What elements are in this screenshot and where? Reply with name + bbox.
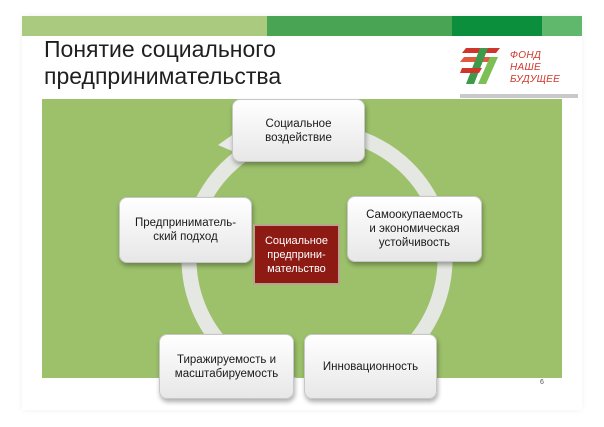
node-2-line-1: Самоокупаемость xyxy=(366,209,463,221)
center-line-3: мательство xyxy=(267,262,326,275)
node-entrepreneurial-approach: Предприниматель- ский подход xyxy=(119,197,252,263)
node-self-sufficiency: Самоокупаемость и экономическая устойчив… xyxy=(347,196,482,262)
node-2-line-3: устойчивость xyxy=(378,237,451,249)
bar-segment-dark-green xyxy=(452,16,542,36)
header-color-bar xyxy=(22,16,582,36)
bar-segment-green xyxy=(267,16,452,36)
node-5-line-2: ский подход xyxy=(153,231,218,243)
title-line-1: Понятие социального xyxy=(44,36,276,62)
center-line-2: предприни- xyxy=(267,248,326,261)
node-5-line-1: Предприниматель- xyxy=(134,217,237,229)
logo-word-3: БУДУЩЕЕ xyxy=(510,74,561,85)
slide-title: Понятие социального предпринимательства xyxy=(44,36,424,90)
bar-segment-mid-green xyxy=(542,16,582,36)
node-4-line-2: масштабируемость xyxy=(174,367,279,380)
node-2-line-2: и экономическая xyxy=(369,223,460,235)
page-number: 6 xyxy=(540,379,544,386)
logo-emblem-icon xyxy=(460,48,500,84)
center-social-entrepreneurship: Социальное предприни- мательство xyxy=(253,224,340,285)
node-4-line-1: Тиражируемость и xyxy=(176,353,277,366)
node-social-impact: Социальное воздействие xyxy=(232,99,365,162)
slide: Понятие социального предпринимательства … xyxy=(22,16,582,410)
diagram-panel: Социальное воздействие Самоокупаемость и… xyxy=(42,99,562,399)
center-line-1: Социальное xyxy=(264,234,329,247)
bar-segment-light-green xyxy=(22,16,267,36)
node-3-line-1: Инновационность xyxy=(322,360,419,373)
logo-tagline-strip xyxy=(460,94,578,98)
node-scalability: Тиражируемость и масштабируемость xyxy=(159,334,294,399)
node-1-line-1: Социальное xyxy=(265,117,332,130)
title-line-2: предпринимательства xyxy=(44,63,282,89)
node-innovation: Инновационность xyxy=(304,334,437,399)
node-1-line-2: воздействие xyxy=(265,131,332,144)
fund-logo: ФОНД НАШЕ БУДУЩЕЕ xyxy=(460,44,578,104)
logo-word-2: НАШЕ xyxy=(510,62,541,73)
logo-word-1: ФОНД xyxy=(510,50,542,61)
